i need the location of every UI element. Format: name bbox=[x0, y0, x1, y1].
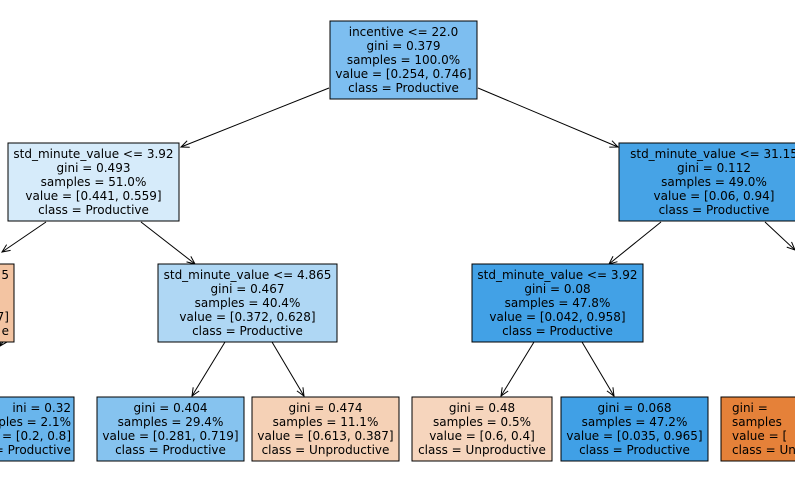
tree-node-line: class = Productive bbox=[348, 81, 459, 95]
tree-edge-arrowhead bbox=[179, 140, 190, 148]
tree-node-line: samples bbox=[732, 415, 782, 429]
tree-edge bbox=[608, 221, 662, 265]
tree-node-box bbox=[0, 263, 15, 343]
tree-node-box bbox=[720, 396, 795, 462]
tree-node-line: gini = 0.48 bbox=[449, 401, 515, 415]
tree-node-line: value = [0.281, 0.719] bbox=[102, 429, 238, 443]
tree-node-line: value = [0.042, 0.958] bbox=[489, 310, 625, 324]
tree-node-line: 7] bbox=[0, 310, 9, 324]
tree-edge-arrowhead bbox=[609, 140, 620, 148]
tree-node-line: value = [0.441, 0.559] bbox=[25, 189, 161, 203]
tree-node-line: class = Productive bbox=[502, 324, 613, 338]
tree-edge-arrowhead bbox=[786, 241, 795, 251]
tree-node-line: samples = 49.0% bbox=[661, 175, 767, 189]
tree-node-line: class = Productive bbox=[659, 203, 770, 217]
tree-edge bbox=[764, 221, 795, 251]
tree-node-box bbox=[560, 396, 709, 462]
tree-edge-arrowhead bbox=[500, 387, 509, 398]
tree-edge bbox=[191, 341, 226, 397]
tree-node-line: std_minute_value <= 31.15 bbox=[630, 147, 795, 161]
tree-node-line: = Productive bbox=[0, 443, 71, 457]
tree-node-line: class = Unproductive bbox=[262, 443, 390, 457]
tree-node-line: gini = 0.379 bbox=[367, 39, 441, 53]
tree-edge bbox=[271, 341, 305, 397]
tree-node-line: std_minute_value <= 3.92 bbox=[13, 147, 173, 161]
tree-node-line: gini = 0.467 bbox=[211, 282, 285, 296]
tree-node-box bbox=[471, 263, 644, 343]
tree-node-line: samples = 51.0% bbox=[41, 175, 147, 189]
tree-node-box bbox=[618, 142, 795, 222]
tree-edge bbox=[477, 87, 619, 148]
tree-node-line: class = Unp bbox=[732, 443, 795, 457]
tree-node-line: std_minute_value <= 4.865 bbox=[164, 268, 332, 282]
tree-node-line: samples = 47.8% bbox=[505, 296, 611, 310]
tree-node-line: value = [0.6, 0.4] bbox=[429, 429, 535, 443]
tree-node-line: samples = 11.1% bbox=[273, 415, 379, 429]
tree-node-box bbox=[7, 142, 180, 222]
tree-node-line: gini = 0.112 bbox=[677, 161, 751, 175]
tree-node-line: = [0.2, 0.8] bbox=[2, 429, 71, 443]
tree-node-line: samples = 100.0% bbox=[347, 53, 460, 67]
tree-node-line: value = [0.06, 0.94] bbox=[654, 189, 775, 203]
tree-edge-arrowhead bbox=[296, 387, 305, 398]
tree-node-line: samples = 0.5% bbox=[433, 415, 531, 429]
tree-node-line: std_minute_value <= 3.92 bbox=[477, 268, 637, 282]
tree-node-line: gini = 0.493 bbox=[57, 161, 131, 175]
tree-node-line: ini = 0.32 bbox=[12, 401, 71, 415]
tree-node-line: class = Productive bbox=[192, 324, 303, 338]
tree-node-ll: 5 7]e bbox=[0, 263, 15, 343]
tree-node-line: value = [0.372, 0.628] bbox=[179, 310, 315, 324]
tree-node-line: value = [ bbox=[732, 429, 787, 443]
tree-edge bbox=[180, 87, 330, 148]
tree-node-line: gini = 0.404 bbox=[134, 401, 208, 415]
tree-node-line: class = Productive bbox=[579, 443, 690, 457]
tree-node-box bbox=[411, 396, 553, 462]
tree-node-line: gini = 0.474 bbox=[289, 401, 363, 415]
tree-edge bbox=[500, 341, 535, 397]
tree-node-line: gini = bbox=[732, 401, 768, 415]
tree-node-line: gini = 0.08 bbox=[524, 282, 590, 296]
tree-node-line: value = [0.254, 0.746] bbox=[335, 67, 471, 81]
tree-node-line: ples = 2.1% bbox=[0, 415, 71, 429]
tree-node-line: gini = 0.068 bbox=[598, 401, 672, 415]
tree-edge bbox=[1, 221, 47, 253]
tree-node-line: class = Productive bbox=[38, 203, 149, 217]
tree-node-line: incentive <= 22.0 bbox=[349, 25, 459, 39]
tree-edges bbox=[0, 87, 795, 398]
tree-node-line: class = Unproductive bbox=[418, 443, 546, 457]
tree-node-line: samples = 40.4% bbox=[195, 296, 301, 310]
tree-node-box bbox=[251, 396, 400, 462]
tree-node-box bbox=[96, 396, 245, 462]
tree-node-line: samples = 47.2% bbox=[582, 415, 688, 429]
tree-node-box bbox=[329, 20, 478, 100]
tree-node-line: class = Productive bbox=[115, 443, 226, 457]
tree-node-line: 5 bbox=[1, 268, 9, 282]
tree-edge bbox=[140, 221, 196, 265]
tree-edge-arrowhead bbox=[191, 387, 200, 398]
tree-edge bbox=[581, 341, 615, 397]
tree-node-line: e bbox=[2, 324, 9, 338]
tree-node-box bbox=[0, 396, 75, 462]
tree-edge-arrowhead bbox=[0, 244, 11, 253]
tree-node-box bbox=[157, 263, 338, 343]
tree-node-line: samples = 29.4% bbox=[118, 415, 224, 429]
tree-node-line: value = [0.613, 0.387] bbox=[257, 429, 393, 443]
tree-node-line: value = [0.035, 0.965] bbox=[566, 429, 702, 443]
tree-edge-arrowhead bbox=[606, 387, 615, 398]
